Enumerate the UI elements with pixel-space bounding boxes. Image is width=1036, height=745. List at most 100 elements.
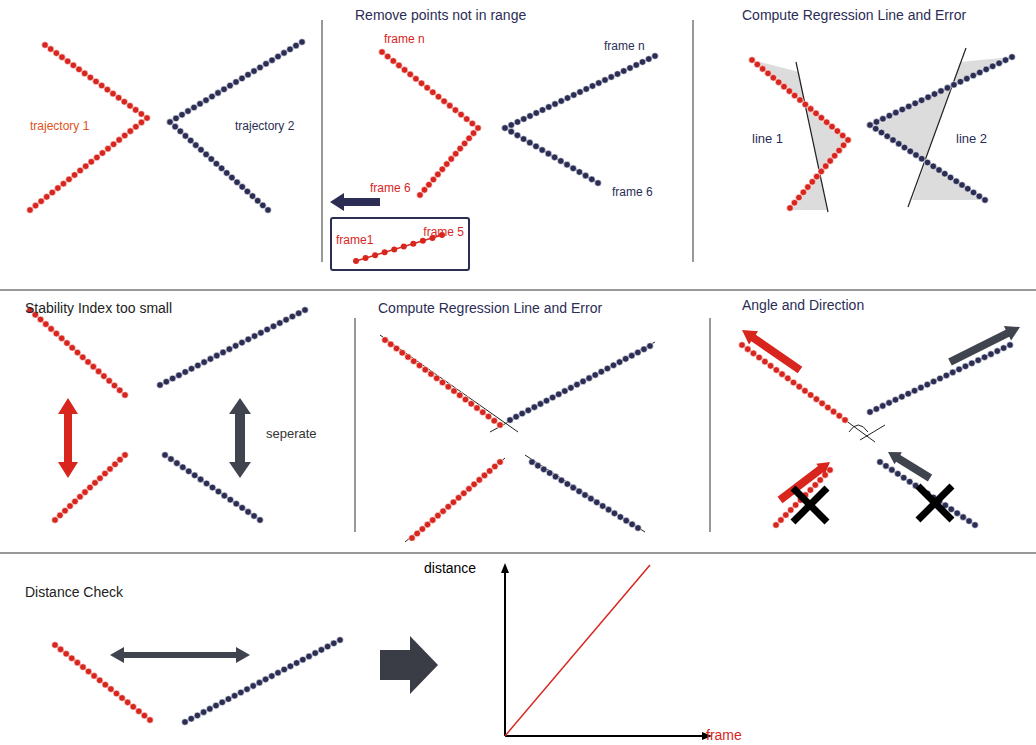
trajectory-point [232,343,239,350]
trajectory-point [996,60,1003,67]
trajectory-point [773,367,780,374]
trajectory-point [954,510,961,517]
trajectory-point [972,522,979,529]
trajectory-point [889,467,896,474]
trajectory-point [552,101,559,108]
trajectory-point [379,49,386,56]
axis [504,570,506,736]
trajectory-point [420,238,426,244]
trajectory-point [545,104,552,111]
trajectory-point [905,390,912,397]
trajectory-point [429,235,435,241]
trajectory-point [953,178,960,185]
trajectory-point [845,137,852,144]
trajectory-point [529,459,536,466]
frame-label: frame 6 [370,182,411,196]
trajectory-point [221,492,228,499]
separator [322,20,323,262]
trajectory-point [913,152,920,159]
trajectory-point [514,119,521,126]
trajectory-point [223,170,230,177]
trajectory-point [391,246,397,252]
trajectory-point [441,98,448,105]
trajectory-point [108,686,115,693]
trajectory-point [187,137,194,144]
trajectory-point [546,470,553,477]
trajectory-point [957,78,964,85]
trajectory-point [513,413,520,420]
trajectory-point [422,366,429,373]
block-arrow [58,398,78,478]
distance-curve [505,565,650,736]
trajectory-point [234,179,241,186]
trajectory-point [822,163,829,170]
trajectory-point [938,88,945,95]
trajectory-point [982,197,989,204]
trajectory-point [122,392,129,399]
trajectory-point [582,492,589,499]
trajectory-point [98,82,105,89]
trajectory [867,54,1016,129]
trajectory-point [384,53,391,60]
trajectory-point [564,481,571,488]
trajectory-point [611,510,618,517]
trajectory-point [87,74,94,81]
trajectory-point [605,506,612,513]
trajectory-point [975,357,982,364]
trajectory-point [174,460,181,467]
trajectory-point [244,188,251,195]
cross-mark [918,486,952,520]
trajectory-point [79,354,86,361]
trajectory-point [775,79,782,86]
trajectory-point [641,346,648,353]
trajectory-point [382,249,388,255]
trajectory-point [867,409,874,416]
trajectory-point [95,368,102,375]
cross-mark [793,488,827,522]
trajectory-point [899,106,906,113]
trajectory-point [435,93,442,100]
regression-line [525,455,645,532]
trajectory-point [750,350,757,357]
trajectory-point [275,670,282,677]
trajectory-point [203,151,210,158]
trajectory-point [396,62,403,69]
trajectory-point [215,488,222,495]
trajectory-point [635,525,642,532]
trajectory-point [901,144,908,151]
trajectory-point [260,202,267,209]
trajectory-point [215,90,222,97]
trajectory-point [930,378,937,385]
trajectory-point [221,86,228,93]
trajectory-point [463,116,470,123]
trajectory-point [570,165,577,172]
trajectory-point [813,110,820,117]
block-arrow [330,193,380,211]
trajectory-point [176,372,183,379]
axis-head [501,563,509,573]
frame-label: frame 5 [423,225,464,239]
trajectory-point [931,91,938,98]
block-arrow [742,330,802,373]
trajectory-point [262,676,269,683]
trajectory-point [249,193,256,200]
trajectory-point [264,326,271,333]
trajectory-point [121,98,128,105]
trajectory-point [401,244,407,250]
trajectory-point [293,660,300,667]
trajectory-point [836,147,843,154]
trajectory-point [620,68,627,75]
trajectory-point [302,307,309,314]
trajectory-point [564,161,571,168]
trajectory-point [163,378,170,385]
trajectory-point [180,464,187,471]
trajectory-point [192,142,199,149]
axis-label: frame [706,727,742,743]
trajectory-point [138,111,145,118]
trajectory-point [840,142,847,149]
trajectory-point [462,396,469,403]
trajectory-point [276,320,283,327]
trajectory-point [981,354,988,361]
axis [505,735,705,737]
